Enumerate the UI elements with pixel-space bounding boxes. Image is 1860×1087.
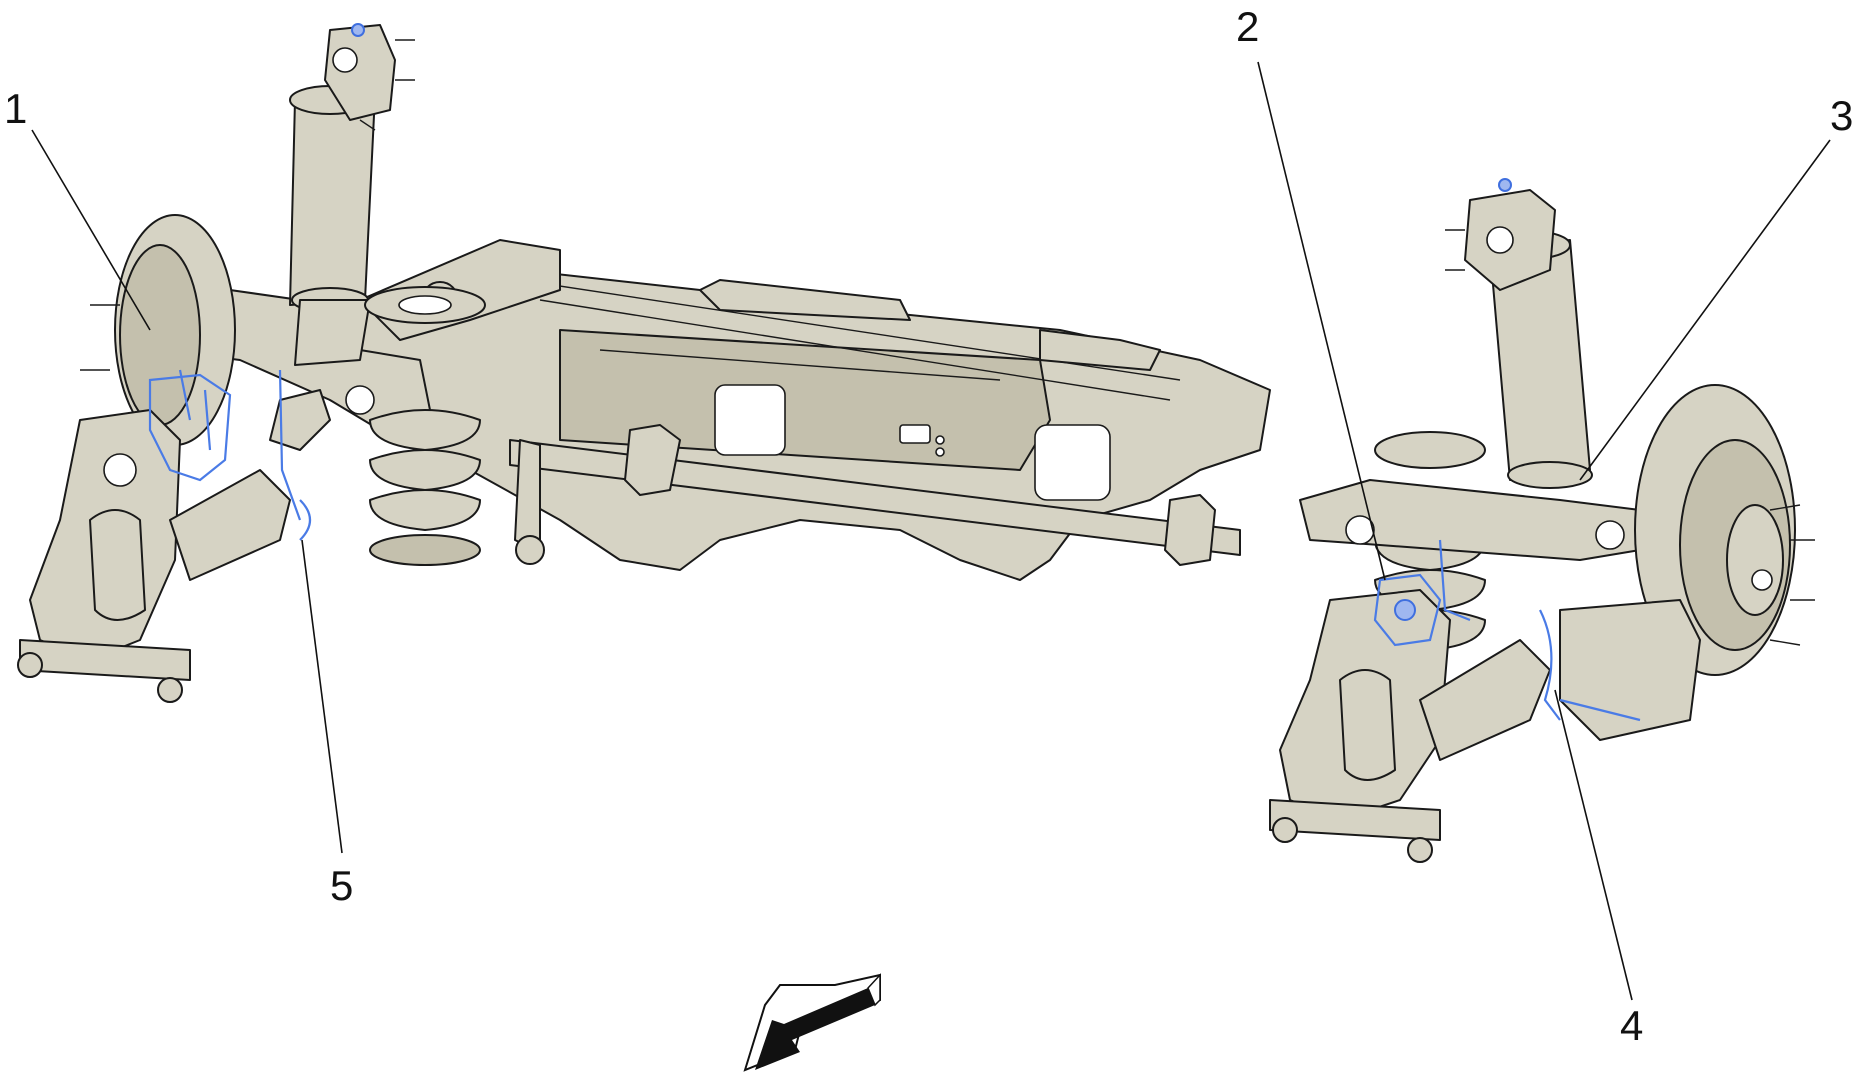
leader-5 xyxy=(301,539,343,854)
callout-label-2: 2 xyxy=(1236,3,1260,50)
callout-label-3: 3 xyxy=(1830,92,1854,139)
left-knuckle-assembly xyxy=(17,389,331,703)
left-brake-rotor xyxy=(80,214,236,446)
right-upper-control-arm xyxy=(1299,479,1641,561)
left-highlighted-parts xyxy=(148,369,312,541)
right-knuckle-assembly xyxy=(1269,589,1701,863)
right-shock-absorber xyxy=(1445,178,1593,489)
callout-label-1: 1 xyxy=(4,85,28,132)
subframe-crossmember xyxy=(299,269,1271,581)
direction-arrow-icon xyxy=(743,973,881,1072)
right-highlighted-parts xyxy=(1373,539,1641,722)
stabilizer-bar xyxy=(509,424,1241,566)
left-shock-absorber xyxy=(289,23,415,366)
callout-label-4: 4 xyxy=(1620,1002,1644,1049)
leader-2 xyxy=(1257,61,1386,581)
callout-leaders xyxy=(31,61,1831,1001)
leader-4 xyxy=(1554,689,1633,1001)
leader-1 xyxy=(31,129,151,331)
left-coil-spring xyxy=(364,286,486,566)
callout-label-5: 5 xyxy=(330,862,354,909)
leader-3 xyxy=(1579,139,1831,481)
